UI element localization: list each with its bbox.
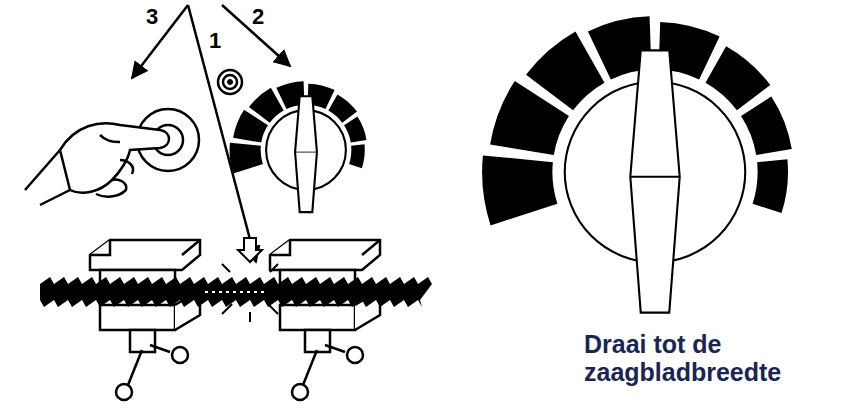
button-symbol [218, 70, 242, 94]
dial-segment [230, 143, 263, 174]
dial-segment [526, 31, 604, 110]
saw-blade [40, 277, 432, 307]
dial-segment [328, 94, 357, 122]
saw-blade-body [40, 277, 432, 307]
dial-segment [482, 155, 557, 225]
dial-segment [753, 159, 788, 213]
dial-pointer [630, 50, 679, 312]
width-dial-large [482, 16, 792, 312]
dial-segment [741, 96, 792, 155]
dial-pointer-line [630, 176, 679, 178]
vise [90, 240, 380, 400]
dial-segment [249, 88, 284, 123]
dial-segment [349, 144, 365, 168]
dial-pointer-line [295, 152, 317, 153]
callout-number: 2 [252, 6, 264, 28]
break-line [205, 291, 265, 293]
callout-number: 1 [209, 30, 221, 52]
callout-number: 3 [146, 6, 158, 28]
break-mark [214, 238, 286, 322]
instruction-caption: Draai tot de zaagbladbreedte [584, 330, 834, 386]
dial-pointer [295, 96, 317, 212]
width-dial-small [230, 81, 367, 212]
dial-segment [344, 117, 366, 143]
dial-segment [706, 46, 771, 110]
hand-button [25, 109, 199, 205]
